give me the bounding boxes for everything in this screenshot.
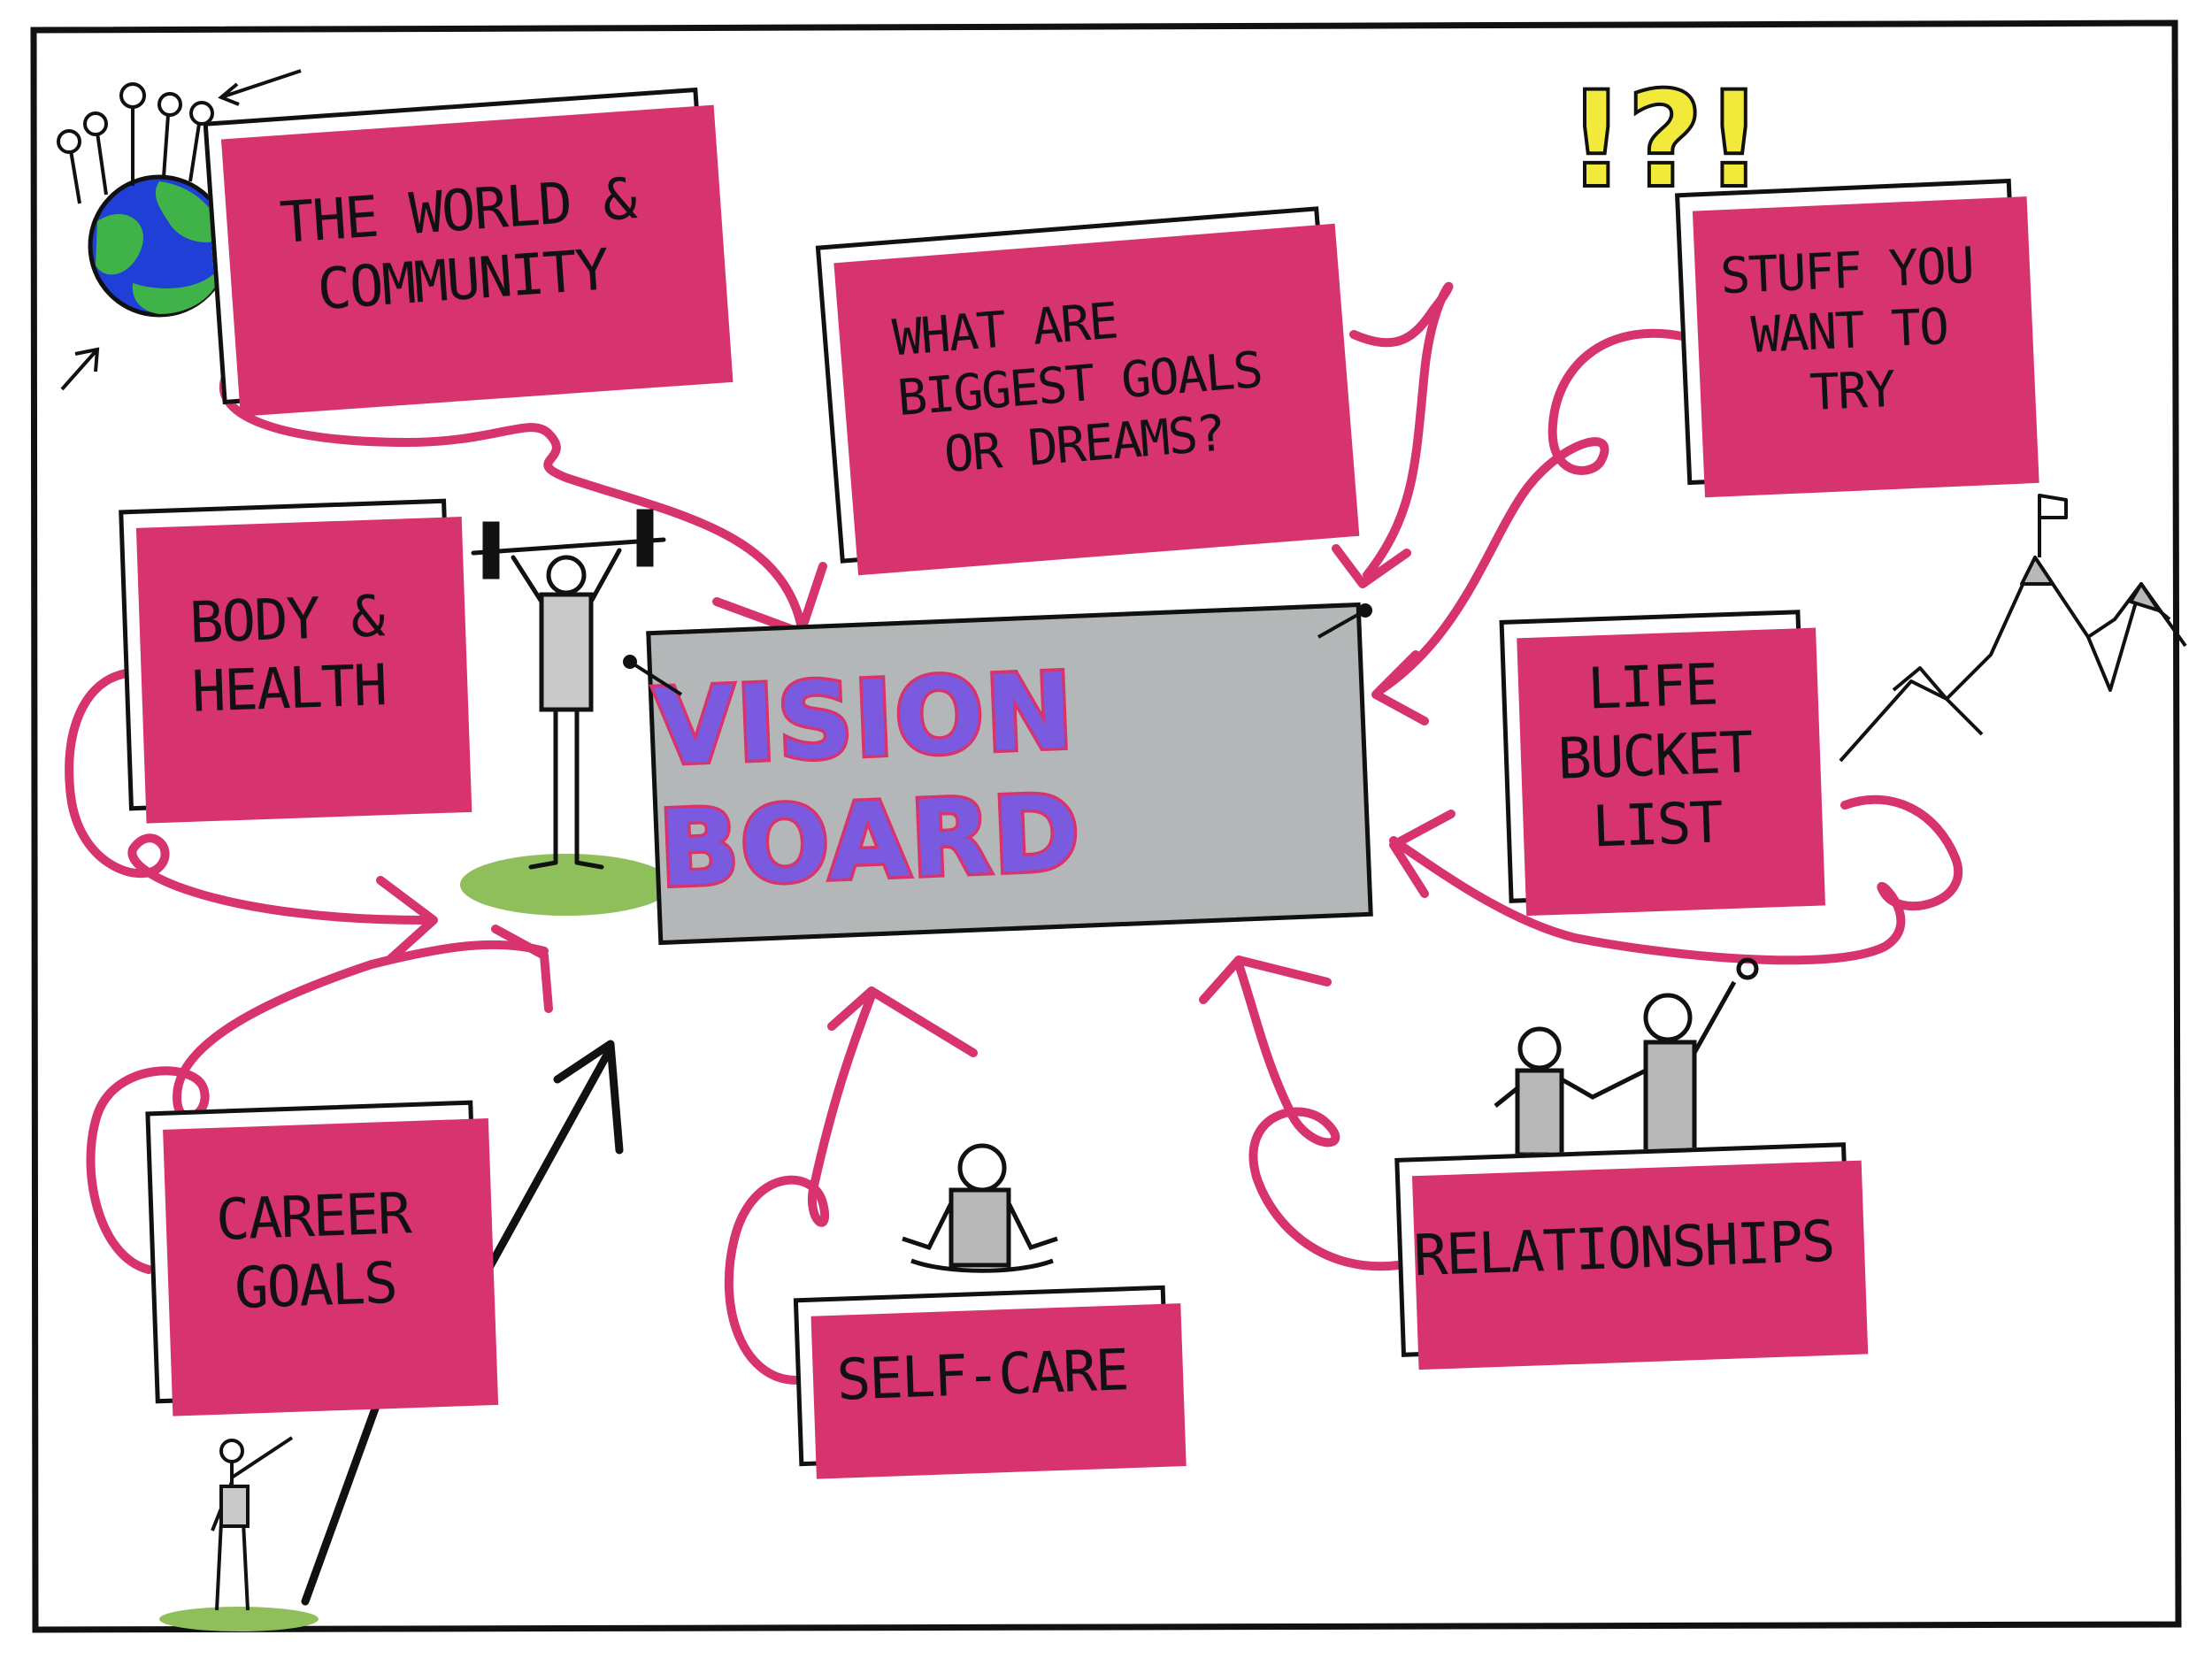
label-line: CAREER [214, 1181, 411, 1254]
arrow-world-to-board [219, 367, 805, 628]
arrow-bucket-to-board [1389, 794, 1962, 965]
arrow-body-to-board [65, 668, 429, 925]
arrow-stuff-to-board [1376, 328, 1694, 695]
mountains-icon [1839, 494, 2187, 763]
person-cheering-icon [159, 1436, 319, 1631]
weightlifter-icon [460, 509, 672, 916]
card-life-bucket-list-label: LIFE BUCKET LIST [1554, 649, 1755, 864]
globe-icon [88, 174, 231, 318]
card-life-bucket-list[interactable]: LIFE BUCKET LIST [1499, 610, 1810, 903]
arrow-goals-to-board [1349, 281, 1454, 580]
arrow-relationships-to-board [1234, 960, 1402, 1271]
card-career-goals[interactable]: CAREER GOALS [145, 1100, 483, 1404]
label-line: RELATIONSHIPS [1412, 1209, 1835, 1290]
label-line: GOALS [233, 1250, 397, 1323]
card-self-care-label: SELF-CARE [835, 1336, 1128, 1416]
label-line: LIFE [1586, 652, 1718, 723]
card-self-care[interactable]: SELF-CARE [793, 1285, 1171, 1467]
arrow-selfcare-to-board [724, 991, 876, 1385]
card-relationships[interactable]: RELATIONSHIPS [1394, 1142, 1853, 1357]
label-line: BUCKET [1556, 720, 1753, 793]
label-line: SELF-CARE [835, 1338, 1129, 1414]
card-career-goals-label: CAREER GOALS [215, 1179, 414, 1324]
label-line: LIST [1591, 790, 1724, 861]
card-relationships-label: RELATIONSHIPS [1412, 1208, 1834, 1292]
crowd-icon [57, 69, 302, 391]
meditating-person-icon [902, 1143, 1058, 1273]
two-people-icon [1494, 957, 1759, 1158]
